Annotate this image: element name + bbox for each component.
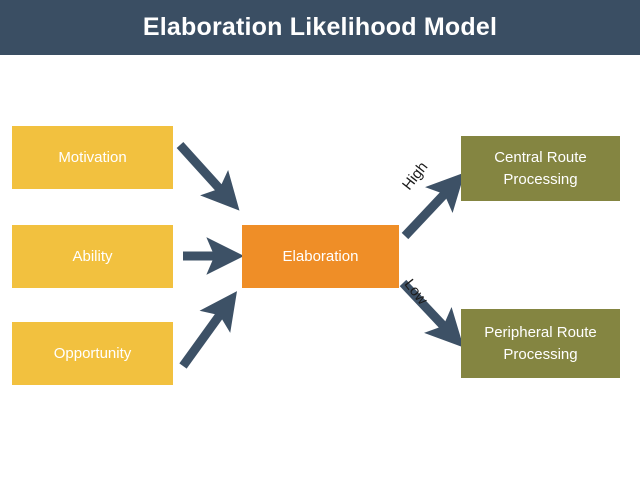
node-central-route-processing-label: Central Route Processing [494,148,587,188]
node-ability[interactable]: Ability [12,225,173,288]
node-ability-label: Ability [72,247,113,265]
node-motivation[interactable]: Motivation [12,126,173,189]
arrow-motivation-to-elaboration [176,141,240,211]
page-title: Elaboration Likelihood Model [142,13,498,41]
header-bar [0,0,640,55]
node-motivation-label: Motivation [58,148,127,166]
node-opportunity-label: Opportunity [53,344,132,362]
node-central-route-processing[interactable]: Central Route Processing [461,136,620,201]
node-peripheral-route-processing[interactable]: Peripheral Route Processing [461,309,620,378]
node-elaboration[interactable]: Elaboration [242,225,399,288]
edge-label-high: High [399,158,432,194]
edge-label-low: Low [400,276,431,309]
node-peripheral-route-processing-label: Peripheral Route Processing [484,323,597,363]
arrow-opportunity-to-elaboration [179,291,238,369]
node-elaboration-label: Elaboration [282,247,359,265]
node-opportunity[interactable]: Opportunity [12,322,173,385]
